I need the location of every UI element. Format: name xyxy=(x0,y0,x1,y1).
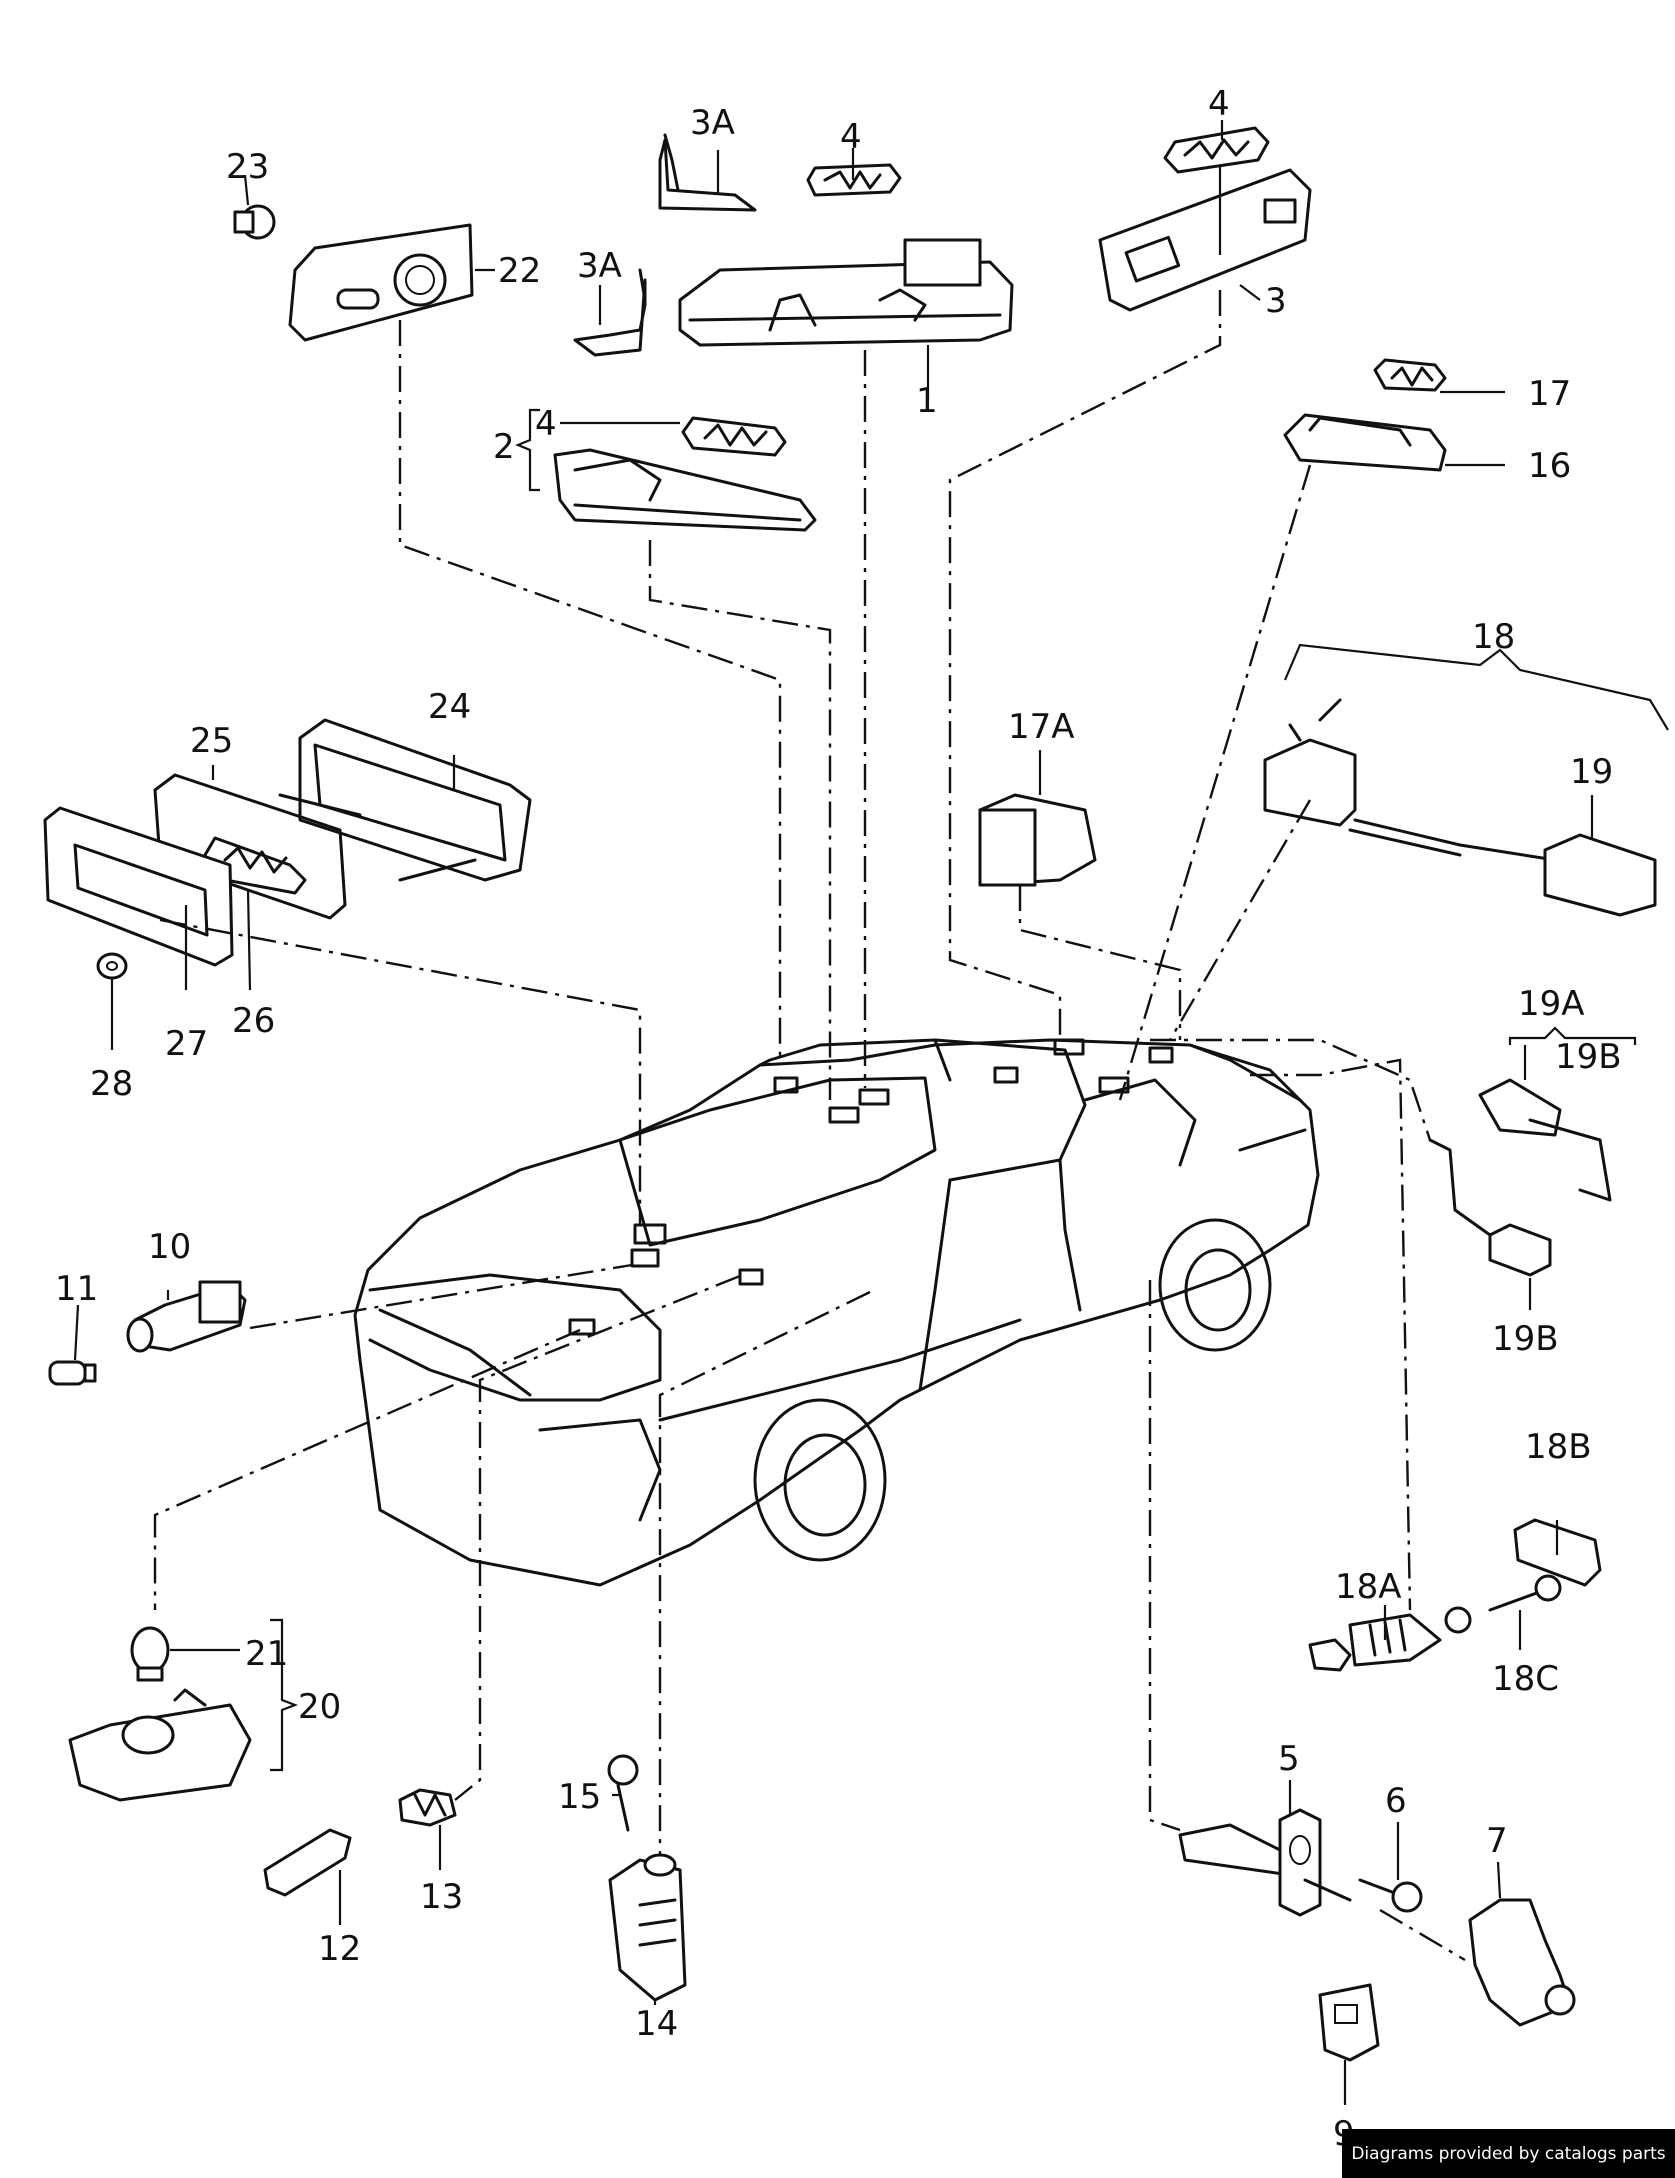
part-19a-bracket xyxy=(1478,1078,1612,1202)
label-4-left: 4 xyxy=(535,404,557,444)
label-6: 6 xyxy=(1385,1781,1407,1821)
label-24: 24 xyxy=(428,687,471,727)
label-28: 28 xyxy=(90,1064,133,1104)
label-7: 7 xyxy=(1486,1821,1508,1861)
label-26: 26 xyxy=(232,1001,275,1041)
label-3: 3 xyxy=(1265,281,1287,321)
part-10-socket xyxy=(126,1280,247,1353)
label-19b-top: 19B xyxy=(1555,1037,1622,1077)
part-1-dome-light xyxy=(678,238,1014,347)
label-16: 16 xyxy=(1528,446,1571,486)
label-27: 27 xyxy=(165,1024,208,1064)
part-14-door-switch xyxy=(608,1853,687,2002)
part-3a-bracket-mid xyxy=(573,268,647,357)
part-27-lens xyxy=(43,806,234,967)
part-6-screw xyxy=(1358,1878,1423,1913)
part-22-switch-panel xyxy=(288,223,474,342)
part-24-lamp-housing xyxy=(278,718,532,882)
part-13-bulb xyxy=(398,1788,457,1827)
label-17a: 17A xyxy=(1008,707,1075,747)
part-2-light-housing xyxy=(553,448,817,532)
part-23-bulb xyxy=(233,204,276,240)
label-3a-mid: 3A xyxy=(577,246,622,286)
label-23: 23 xyxy=(226,147,269,187)
footer-credit: Diagrams provided by catalogs parts xyxy=(1342,2129,1675,2178)
part-7-cap xyxy=(1468,1898,1576,2027)
label-17: 17 xyxy=(1528,374,1571,414)
label-15: 15 xyxy=(558,1777,601,1817)
part-17a-switch xyxy=(978,793,1097,887)
part-4-bulb-left xyxy=(681,416,787,457)
label-22: 22 xyxy=(498,251,541,291)
label-18a: 18A xyxy=(1335,1567,1402,1607)
label-18c: 18C xyxy=(1492,1659,1559,1699)
label-20: 20 xyxy=(298,1687,341,1727)
callouts: 3A 4 4 23 22 3A 3 1 4 2 17 16 18 24 17A … xyxy=(55,84,1622,2154)
label-11: 11 xyxy=(55,1269,98,1309)
part-21-bulb xyxy=(130,1626,170,1682)
label-13: 13 xyxy=(420,1877,463,1917)
part-12-socket xyxy=(263,1828,352,1897)
part-11-bulb xyxy=(48,1360,97,1386)
label-18b: 18B xyxy=(1525,1427,1592,1467)
label-21: 21 xyxy=(245,1634,288,1674)
leader-lines xyxy=(73,120,1669,2105)
label-19b-bottom: 19B xyxy=(1492,1319,1559,1359)
part-9-plate xyxy=(1318,1983,1380,2062)
car-illustration xyxy=(353,1038,1320,1587)
label-25: 25 xyxy=(190,721,233,761)
part-17-bulb xyxy=(1373,358,1447,392)
part-16-housing xyxy=(1283,413,1447,472)
part-15-screw xyxy=(607,1754,639,1832)
part-3a-bracket-top xyxy=(658,133,757,212)
part-4-bulb-right xyxy=(1163,126,1270,174)
label-4-top: 4 xyxy=(840,117,862,157)
label-19a: 19A xyxy=(1518,984,1585,1024)
label-14: 14 xyxy=(635,2004,678,2044)
part-28-washer xyxy=(96,952,128,980)
label-18: 18 xyxy=(1472,617,1515,657)
part-19-connector xyxy=(1543,833,1657,917)
part-3-reading-light xyxy=(1098,168,1312,312)
part-5-switch-bracket xyxy=(1178,1808,1352,1917)
part-18-switch xyxy=(1263,698,1557,862)
label-19: 19 xyxy=(1570,752,1613,792)
label-10: 10 xyxy=(148,1227,191,1267)
part-18c-screw xyxy=(1488,1574,1562,1612)
connection-lines xyxy=(153,290,1466,1962)
label-2: 2 xyxy=(493,427,515,467)
label-1: 1 xyxy=(916,381,938,421)
part-20-lamp-assembly xyxy=(68,1688,252,1802)
label-5: 5 xyxy=(1278,1739,1300,1779)
label-4-right: 4 xyxy=(1208,84,1230,124)
label-12: 12 xyxy=(318,1929,361,1969)
label-3a-top: 3A xyxy=(690,103,735,143)
part-18a-switch xyxy=(1308,1606,1472,1672)
part-19b-connector xyxy=(1428,1138,1552,1277)
